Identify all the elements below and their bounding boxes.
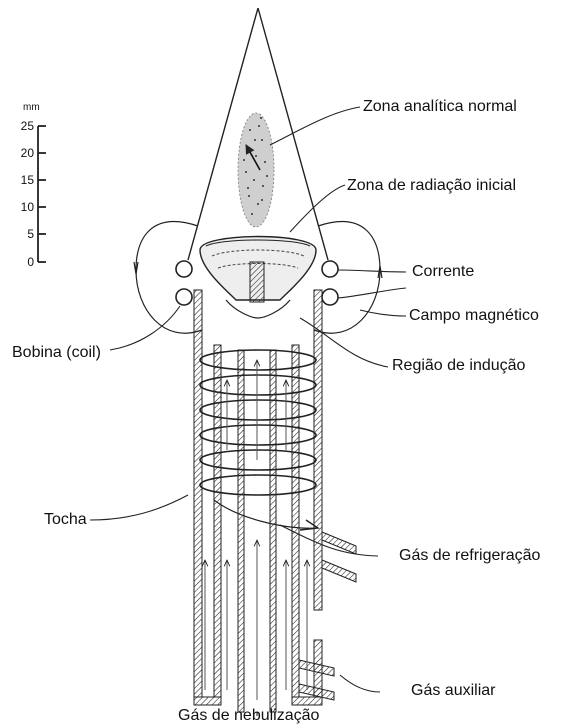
scale-tick-10: 10 <box>10 201 34 213</box>
label-bobina: Bobina (coil) <box>12 344 101 362</box>
label-gas-auxiliar: Gás auxiliar <box>411 682 495 700</box>
scale-unit-label: mm <box>23 103 40 113</box>
label-gas-nebulizacao: Gás de nebulização <box>178 707 319 725</box>
initial-radiation-zone <box>200 237 316 319</box>
label-zona-radiacao: Zona de radiação inicial <box>347 177 516 195</box>
label-corrente: Corrente <box>412 263 474 281</box>
scale-tick-20: 20 <box>10 147 34 159</box>
label-campo-magnetico: Campo magnético <box>409 307 539 325</box>
scale-tick-0: 0 <box>10 256 34 268</box>
plasma-flow-arrows <box>214 500 318 530</box>
label-zona-analitica: Zona analítica normal <box>363 98 517 116</box>
label-gas-refrigeracao: Gás de refrigeração <box>399 547 540 565</box>
scale-tick-15: 15 <box>10 174 34 186</box>
label-tocha: Tocha <box>44 511 87 529</box>
analytical-zone-stipple <box>238 113 274 227</box>
scale-tick-5: 5 <box>10 228 34 240</box>
label-regiao-inducao: Região de indução <box>392 357 525 375</box>
mm-scale-bar <box>38 126 46 262</box>
scale-tick-25: 25 <box>10 120 34 132</box>
